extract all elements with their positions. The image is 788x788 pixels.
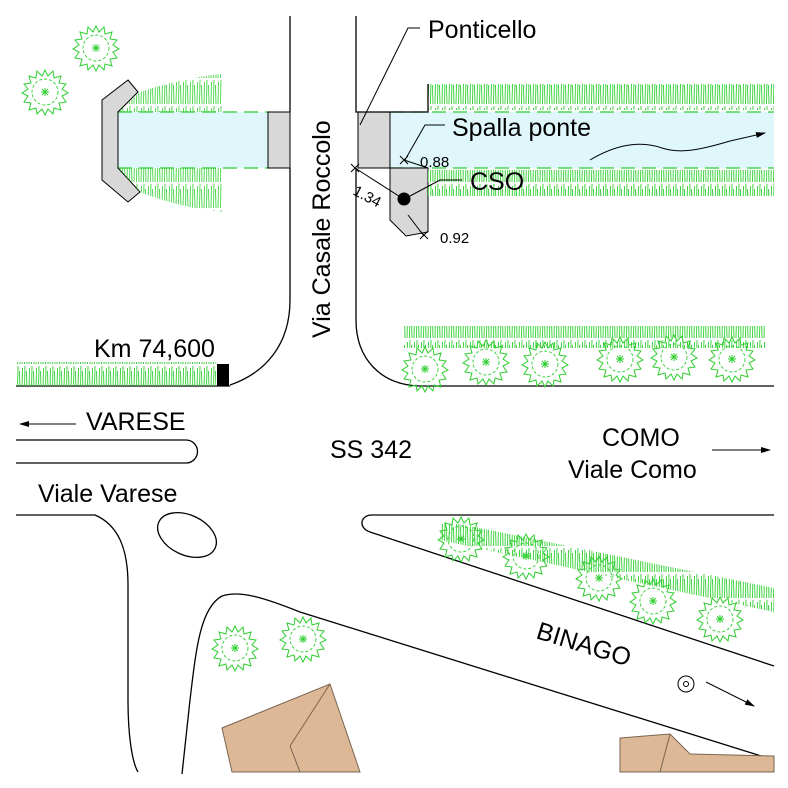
tree-icon	[521, 341, 569, 388]
label-dim-092: 0.92	[440, 230, 469, 247]
km-marker-post	[217, 364, 229, 386]
tree-icon	[696, 596, 744, 643]
channel-west	[118, 111, 270, 169]
buildings	[221, 683, 775, 773]
tree-icon	[72, 25, 120, 72]
label-ponticello: Ponticello	[428, 16, 536, 44]
leaders	[350, 27, 462, 240]
flow-direction-arrow	[589, 132, 766, 161]
ponticello-structure	[357, 111, 391, 169]
label-como: COMO	[602, 424, 680, 452]
manhole-icon	[677, 675, 695, 693]
label-viale-varese: Viale Varese	[38, 480, 177, 508]
tree-icon	[21, 69, 69, 116]
building	[221, 683, 361, 773]
label-binago: BINAGO	[533, 617, 634, 672]
grass-strip	[428, 170, 774, 196]
label-dim-134: 1.34	[350, 183, 384, 212]
arrow-icon	[705, 681, 755, 707]
grass-strip	[404, 326, 766, 348]
label-viale-como: Viale Como	[568, 456, 697, 484]
channel-east	[390, 111, 774, 169]
label-cso: CSO	[470, 168, 524, 196]
label-spalla-ponte: Spalla ponte	[452, 114, 591, 142]
label-km: Km 74,600	[94, 335, 215, 363]
tree-icon	[279, 616, 327, 663]
grass-strip	[428, 84, 774, 110]
label-ss342: SS 342	[330, 436, 412, 464]
grass-strip	[440, 520, 774, 612]
culvert-head-west	[267, 111, 291, 169]
west-headwall	[101, 74, 222, 212]
label-via-casale-roccolo: Via Casale Roccolo	[308, 120, 336, 338]
grass-strip	[16, 362, 216, 386]
label-dim-088: 0.88	[420, 154, 449, 171]
tree-icon	[211, 625, 259, 672]
label-varese: VARESE	[86, 408, 186, 436]
